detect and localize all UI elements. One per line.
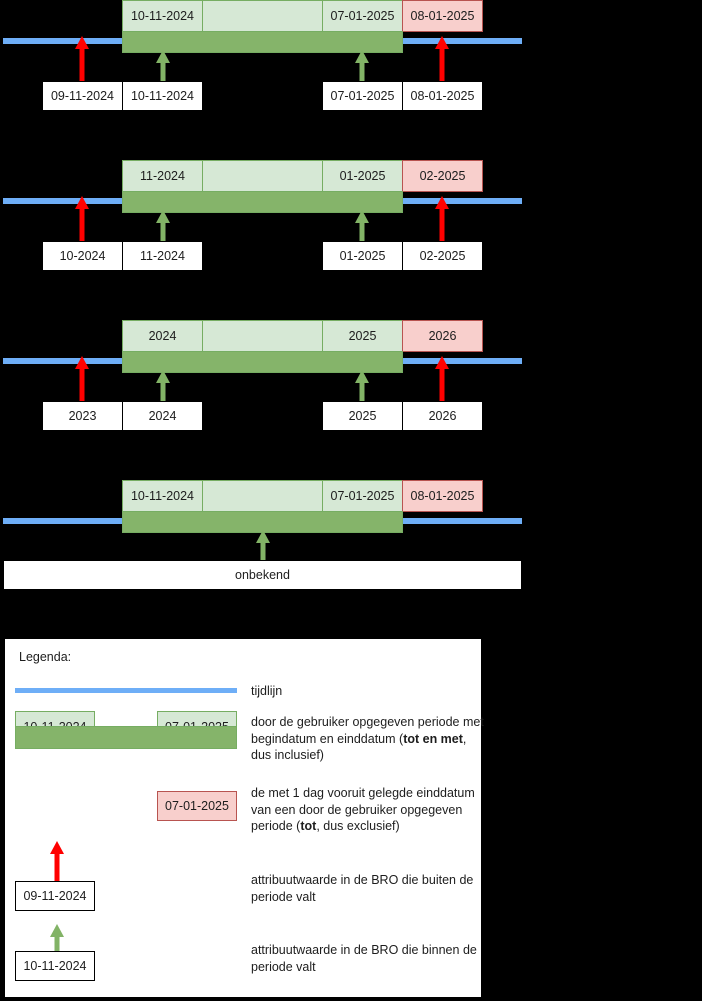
legend-excluded-text-c-bold: tot xyxy=(300,819,317,833)
legend-period-description: door de gebruiker opgegeven periode met … xyxy=(251,714,487,764)
period-end-cell: 01-2025 xyxy=(339,169,386,183)
legend-excluded-text-c-head: periode ( xyxy=(251,819,301,833)
period-middle-cell xyxy=(203,161,323,191)
legend-arrow-outside-icon xyxy=(49,841,65,887)
legend-title: Legenda: xyxy=(19,650,72,664)
period-header: 2024 2025 xyxy=(122,320,403,352)
legend-outside-text-b: periode valt xyxy=(251,889,316,904)
arrow-inside-icon xyxy=(354,210,370,242)
excluded-end-box: 08-01-2025 xyxy=(402,0,483,32)
legend-period-text-b: begindatum en einddatum ( xyxy=(251,731,404,746)
arrow-inside-icon xyxy=(354,370,370,402)
arrow-inside-icon xyxy=(155,210,171,242)
period-end-cell: 07-01-2025 xyxy=(330,489,395,503)
period-end-cell: 2025 xyxy=(348,329,377,343)
period-middle-cell xyxy=(203,321,323,351)
value-label-box: 2023 xyxy=(42,401,123,431)
legend-inside-description: attribuutwaarde in de BRO die binnen de … xyxy=(251,942,487,975)
period-middle-cell xyxy=(203,1,323,31)
arrow-outside-icon xyxy=(434,196,450,242)
excluded-end-box: 2026 xyxy=(402,320,483,352)
period-start-cell: 10-11-2024 xyxy=(123,481,203,511)
legend-period-text-c: dus inclusief) xyxy=(251,748,324,762)
value-label-box: 2025 xyxy=(322,401,403,431)
legend-excluded-text-a: de met 1 dag vooruit gelegde einddatum xyxy=(251,786,475,800)
value-label-box: 10-11-2024 xyxy=(122,81,203,111)
arrow-inside-icon xyxy=(155,50,171,82)
value-label-box: 2026 xyxy=(402,401,483,431)
value-label-box: 01-2025 xyxy=(322,241,403,271)
period-header: 11-2024 01-2025 xyxy=(122,160,403,192)
period-middle-cell xyxy=(203,481,323,511)
period-bar xyxy=(122,31,403,53)
legend-outside-box: 09-11-2024 xyxy=(15,881,95,911)
legend-timeline-label: tijdlijn xyxy=(251,684,283,698)
arrow-outside-icon xyxy=(434,356,450,402)
value-label-box: 2024 xyxy=(122,401,203,431)
arrow-inside-icon xyxy=(255,530,271,562)
legend-inside-text-b: periode valt xyxy=(251,959,316,974)
excluded-end-box: 08-01-2025 xyxy=(402,480,483,512)
legend-arrow-inside-icon xyxy=(49,924,65,956)
value-label-box: 08-01-2025 xyxy=(402,81,483,111)
legend-outside-description: attribuutwaarde in de BRO die buiten de … xyxy=(251,872,487,905)
period-start-cell: 2024 xyxy=(123,321,203,351)
legend-outside-text-a: attribuutwaarde in de BRO die buiten de xyxy=(251,873,474,887)
legend-inside-text-a: attribuutwaarde in de BRO die binnen de xyxy=(251,943,477,957)
arrow-outside-icon xyxy=(74,356,90,402)
period-header: 10-11-2024 07-01-2025 xyxy=(122,0,403,32)
legend-inside-box: 10-11-2024 xyxy=(15,951,95,981)
period-header: 10-11-2024 07-01-2025 xyxy=(122,480,403,512)
legend-period-text-b-tail: , xyxy=(462,731,467,746)
value-label-box: 09-11-2024 xyxy=(42,81,123,111)
excluded-end-box: 02-2025 xyxy=(402,160,483,192)
legend-excluded-description: de met 1 dag vooruit gelegde einddatum v… xyxy=(251,785,487,835)
arrow-inside-icon xyxy=(354,50,370,82)
period-bar xyxy=(122,191,403,213)
legend-period-bar xyxy=(15,726,237,749)
arrow-outside-icon xyxy=(74,196,90,242)
legend-excluded-text-b: van een door de gebruiker opgegeven xyxy=(251,802,463,817)
value-label-box: 07-01-2025 xyxy=(322,81,403,111)
legend-excluded-box: 07-01-2025 xyxy=(157,791,237,821)
legend-period-text-b-bold: tot en met xyxy=(403,731,463,746)
period-start-cell: 10-11-2024 xyxy=(123,1,203,31)
arrow-outside-icon xyxy=(74,36,90,82)
unknown-label-box: onbekend xyxy=(3,560,522,590)
value-label-box: 10-2024 xyxy=(42,241,123,271)
legend-excluded-text-c-tail: , dus exclusief) xyxy=(316,819,400,833)
legend-period-text-a: door de gebruiker opgegeven periode met xyxy=(251,715,484,729)
legend-panel: Legenda: tijdlijn 10-11-2024 07-01-2025 … xyxy=(4,638,484,998)
legend-timeline-swatch xyxy=(15,688,237,693)
period-bar xyxy=(122,351,403,373)
value-label-box: 02-2025 xyxy=(402,241,483,271)
arrow-inside-icon xyxy=(155,370,171,402)
value-label-box: 11-2024 xyxy=(122,241,203,271)
arrow-outside-icon xyxy=(434,36,450,82)
period-end-cell: 07-01-2025 xyxy=(330,9,395,23)
period-start-cell: 11-2024 xyxy=(123,161,203,191)
